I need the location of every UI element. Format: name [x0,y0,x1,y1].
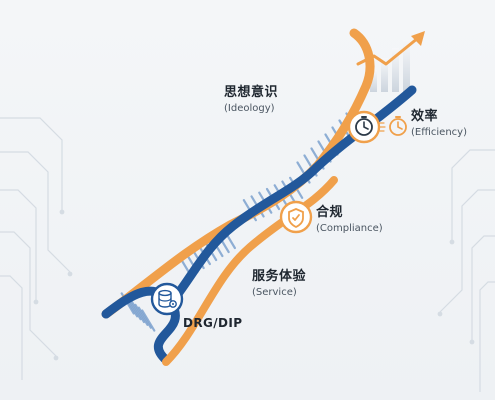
compliance-title: 合规 [316,205,344,220]
service-label: 服务体验 (Service) [252,269,307,298]
ideology-title: 思想意识 [224,85,279,100]
compliance-label: 合规 (Compliance) [316,205,383,234]
dna-rung [141,309,156,332]
compliance-subtitle: (Compliance) [316,222,383,234]
compliance-shield-icon [279,200,313,234]
drg-label: DRG/DIP [183,316,243,331]
efficiency-stopwatch-left-icon [347,110,381,144]
dna-rung [130,300,146,324]
drg-database-gear-icon [150,282,184,316]
dna-rung [134,303,149,326]
drg-title: DRG/DIP [183,316,243,330]
service-subtitle: (Service) [252,286,297,298]
ideology-subtitle: (Ideology) [224,102,275,114]
efficiency-label: 效率 (Efficiency) [411,109,467,138]
service-title: 服务体验 [252,269,307,284]
efficiency-title: 效率 [411,109,439,124]
ideology-label: 思想意识 (Ideology) [224,85,279,114]
circuit-pattern-right [437,149,495,392]
efficiency-subtitle: (Efficiency) [411,126,467,138]
dna-rung [137,306,152,329]
circuit-pattern-left [0,117,73,380]
efficiency-stopwatch-right-icon [379,116,407,136]
orange-strand [101,28,375,319]
orange-lower-loop [162,176,338,366]
